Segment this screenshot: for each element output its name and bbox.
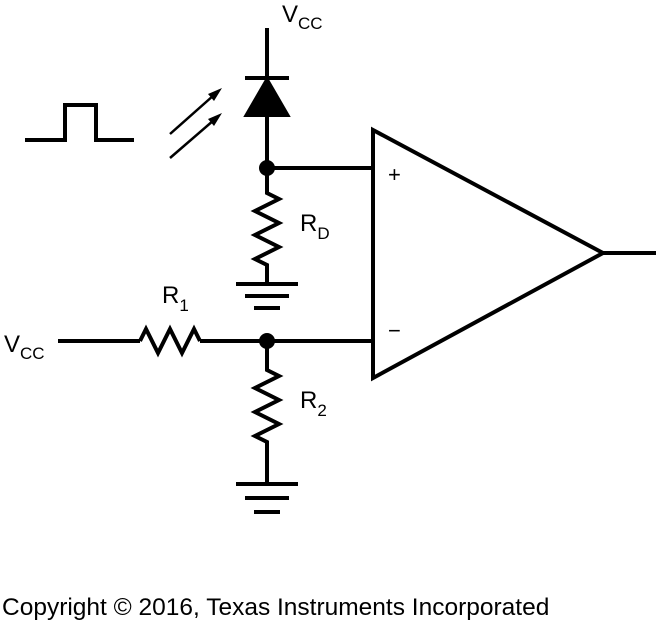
resistor-r1 [138, 324, 202, 358]
label-vcc-left: VCC [4, 331, 45, 363]
label-minus-input: − [388, 318, 401, 343]
copyright-notice: Copyright © 2016, Texas Instruments Inco… [2, 594, 550, 621]
photodiode [243, 76, 291, 117]
label-plus-input: + [388, 162, 401, 187]
resistor-r2 [250, 341, 284, 482]
photodiode-triangle [243, 76, 291, 117]
label-r2: R2 [300, 387, 327, 420]
resistor-rd [250, 168, 284, 282]
pulse-waveform-icon [25, 103, 134, 142]
label-vcc-top: VCC [282, 1, 323, 33]
ground-symbol-rd [236, 282, 298, 310]
label-r1: R1 [162, 282, 189, 315]
light-arrows-icon [169, 88, 222, 159]
label-rd: RD [300, 210, 330, 243]
comparator-triangle [371, 126, 608, 382]
ground-symbol-r2 [236, 482, 298, 514]
